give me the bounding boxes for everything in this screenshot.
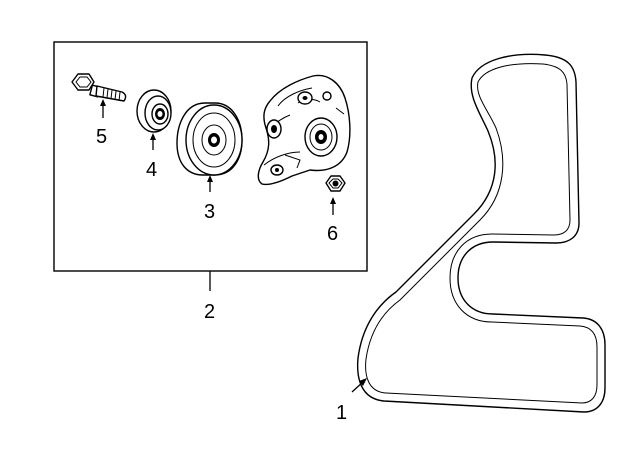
nut-arrow	[330, 197, 336, 204]
bolt-arrow	[100, 99, 106, 106]
callout-nut: 6	[327, 223, 338, 245]
bolt-part	[71, 73, 127, 102]
dust-cap-arrow	[150, 133, 156, 140]
serpentine-belt-part	[356, 53, 606, 413]
tensioner-bracket-part	[257, 74, 351, 186]
callout-tensioner-assembly: 2	[204, 301, 215, 323]
belt-arrow	[359, 378, 367, 386]
pulley-part	[176, 102, 243, 176]
pulley-arrow	[207, 175, 213, 182]
callout-belt: 1	[336, 402, 347, 424]
nut-part	[325, 175, 346, 192]
callout-pulley: 3	[204, 201, 215, 223]
callout-bolt: 5	[96, 126, 107, 148]
callout-dust-cap: 4	[146, 159, 157, 181]
dust-cap-part	[136, 89, 172, 133]
